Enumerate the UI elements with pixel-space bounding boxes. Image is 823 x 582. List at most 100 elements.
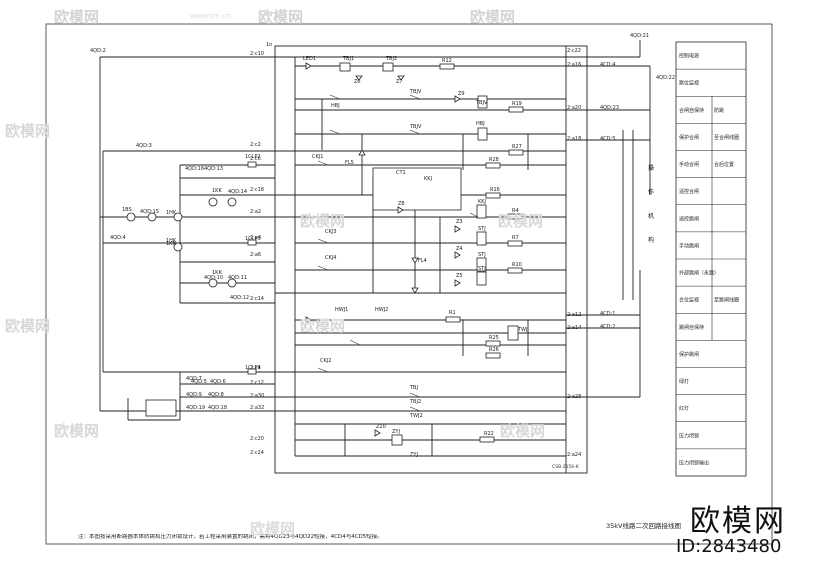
riser-lines: [99, 40, 651, 456]
component-label: R25: [489, 335, 499, 341]
terminal-left-label: 4QD:15: [140, 209, 159, 215]
terminal-right-label: 2:a16: [567, 62, 581, 68]
component-label: TBJV: [409, 124, 422, 130]
component-label: R7: [512, 235, 519, 241]
component-label: 1CLP1: [245, 365, 261, 371]
component-label: HWJ2: [375, 307, 388, 313]
component-label: 1KK: [212, 270, 222, 276]
component-label: STJ: [478, 252, 486, 258]
component-label: TWJ: [517, 327, 527, 333]
terminal-right-label: 4QD:23: [600, 105, 619, 111]
component-label: CKJ3: [325, 229, 336, 235]
mechanism-label-char: 操: [648, 164, 654, 172]
terminal-left-label: 4QD:12: [230, 295, 249, 301]
legend-row-sublabel: 合后位置: [714, 161, 734, 168]
terminal-mid-label: 2:c14: [250, 296, 264, 302]
component-label: STJ: [478, 266, 486, 272]
watermark-top-left: 欧模网: [54, 8, 100, 26]
component-label: 1CLP3: [245, 236, 261, 242]
component-label: R27: [512, 144, 522, 150]
watermark-mid-right: 欧模网: [498, 212, 544, 230]
terminal-right-label: 4CD:4: [600, 62, 615, 68]
component-label: Z3: [456, 219, 463, 225]
relay-coils: [339, 62, 519, 446]
terminal-right-label: 4CD:5: [600, 136, 615, 142]
component-label: TWJ2: [409, 413, 423, 419]
terminal-left-label: 4QD:13: [204, 166, 223, 172]
component-label: R19: [512, 101, 522, 107]
terminal-left-label: 4QD:3: [136, 143, 152, 149]
resistors: [439, 63, 524, 443]
legend-row-label: 绿灯: [679, 378, 689, 385]
terminal-mid-label: 2:a6: [250, 252, 261, 258]
component-label: 1KK: [212, 188, 222, 194]
legend-row-sublabel: 至合闸线圈: [714, 134, 739, 141]
terminal-right-label: 2:a20: [567, 105, 581, 111]
terminal-left-label: 4QD:14: [228, 189, 247, 195]
bus-lines: [100, 56, 650, 457]
component-label: R16: [490, 187, 500, 193]
terminal-mid-label: 2:a30: [250, 393, 264, 399]
legend-row-label: 跳位监视: [679, 80, 699, 87]
component-label: Z4: [456, 246, 463, 252]
watermark-mid: 欧模网: [300, 212, 346, 230]
watermark-low-left: 欧模网: [5, 317, 51, 335]
watermark-bottom-mid: 欧模网: [500, 422, 546, 440]
watermark-top-mid: 欧模网: [258, 8, 304, 26]
sheet-border: [45, 23, 773, 545]
terminal-right-label: 2:a14: [567, 325, 581, 331]
legend-row-label: 保护跳闸: [679, 351, 699, 358]
terminal-left-label: 4QD:18: [208, 405, 227, 411]
terminal-left-label: 4QD:11: [228, 275, 247, 281]
terminal-right-label: 2:c22: [567, 48, 581, 54]
terminal-mid-label: 2:c2: [250, 142, 261, 148]
terminal-mid-label: 2:c4: [250, 365, 261, 371]
component-label: 1BS: [122, 207, 132, 213]
legend-row-label: 遥控跳闸: [679, 215, 699, 222]
terminal-left-label: 4QD:19: [186, 405, 205, 411]
terminal-left-label: 4QD:9: [186, 392, 202, 398]
component-label: Z9: [458, 91, 465, 97]
component-label: R12: [442, 58, 452, 64]
legend-row-sublabel: 至跳闸线圈: [714, 297, 739, 304]
component-label: 1HK: [166, 238, 177, 244]
watermark-mid-left: 欧模网: [5, 122, 51, 140]
component-label: TBJV: [475, 100, 488, 106]
legend-row-label: 控制电源: [679, 53, 699, 60]
component-label: Z6: [354, 79, 361, 85]
legend-row-label: 红灯: [679, 405, 689, 412]
legend-row-sublabel: 防跳: [714, 107, 724, 114]
terminal-mid-label: 2:c10: [250, 51, 264, 57]
component-label: FL4: [418, 258, 427, 264]
component-label: R26: [489, 347, 499, 353]
component-label: LED1: [303, 56, 316, 62]
legend-row-label: 跳闸自保持: [679, 324, 704, 331]
terminal-left-label: 4QD:8: [208, 392, 224, 398]
terminal-mid-label: 2:c18: [250, 187, 264, 193]
legend-row-label: 手动跳闸: [679, 242, 699, 249]
component-label: R1: [449, 310, 456, 316]
terminal-mid-label: 2:a2: [250, 209, 261, 215]
terminal-left-label: 4QD:10: [204, 275, 223, 281]
id-mark-number: ID:2843480: [676, 536, 782, 557]
legend-row-label: 保护合闸: [679, 134, 699, 141]
terminal-left-label: 4QD:16: [185, 166, 204, 172]
component-label: KKJ: [424, 176, 432, 182]
component-label: HBJ: [331, 103, 340, 109]
legend-row-label: 合闸自保持: [679, 107, 704, 114]
component-label: R22: [484, 431, 494, 437]
mechanism-label-char: 作: [648, 188, 654, 196]
id-mark-logo: 欧模网: [690, 504, 786, 539]
terminal-left-label: 4QD:7: [186, 376, 202, 382]
component-label: STJ: [478, 226, 486, 232]
frame-code: CSB-2156-K: [552, 465, 579, 470]
component-label: 1KK: [166, 241, 176, 247]
mechanism-block: [622, 130, 634, 300]
drawing-title: 35kV线路二次回路接线图: [606, 522, 681, 530]
function-legend-table: 控制电源跳位监视合闸自保持防跳保护合闸至合闸线圈手动合闸合后位置遥控合闸遥控跳闸…: [675, 41, 747, 477]
component-label: 1HK: [166, 210, 177, 216]
legend-row-label: 外部跳闸（永跳）: [679, 270, 719, 277]
component-label: 1CLP2: [245, 154, 261, 160]
